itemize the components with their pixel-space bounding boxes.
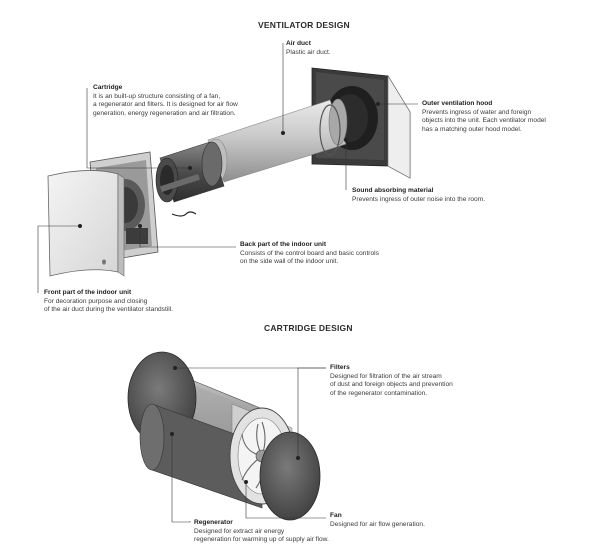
callout-air-duct-desc: Plastic air duct.: [286, 48, 331, 56]
callout-front-part-desc: For decoration purpose and closing of th…: [44, 297, 174, 314]
dot-filters-a: [173, 366, 177, 370]
callout-cartridge-title: Cartridge: [93, 84, 123, 91]
leader-filters-b: [297, 367, 326, 458]
outer-ventilation-hood-drawing: [311, 67, 411, 179]
filter-front-drawing: [259, 431, 321, 521]
regenerator-drawing: [139, 403, 263, 509]
dot-back-part: [138, 224, 142, 228]
heading-ventilator-design: VENTILATOR DESIGN: [258, 20, 350, 30]
callout-filters-title: Filters: [330, 364, 350, 371]
callout-fan-title: Fan: [330, 512, 342, 519]
callout-front-part: Front part of the indoor unit For decora…: [44, 289, 244, 315]
callout-cartridge-desc: It is an built-up structure consisting o…: [93, 92, 238, 117]
callout-air-duct: Air duct Plastic air duct.: [286, 40, 406, 57]
callout-outer-hood: Outer ventilation hood Prevents ingress …: [422, 100, 592, 134]
leader-lines: [37, 43, 418, 523]
callout-regenerator-title: Regenerator: [194, 519, 233, 526]
dot-front-part: [78, 224, 82, 228]
callout-sound-absorbing-desc: Prevents ingress of outer noise into the…: [352, 195, 486, 203]
dot-filters-b: [296, 456, 300, 460]
cartridge-drawing: [155, 141, 225, 203]
dot-outer-hood: [376, 102, 380, 106]
callout-fan-desc: Designed for air flow generation.: [330, 520, 425, 528]
callout-back-part-desc: Consists of the control board and basic …: [240, 249, 379, 266]
dot-regenerator: [170, 432, 174, 436]
leader-back-part: [139, 226, 236, 248]
dot-air-duct: [281, 131, 285, 135]
callout-regenerator-desc: Designed for extract air energy regenera…: [194, 527, 329, 544]
callout-front-part-title: Front part of the indoor unit: [44, 289, 132, 296]
dot-sound-absorbing: [344, 138, 348, 142]
callout-sound-absorbing: Sound absorbing material Prevents ingres…: [352, 187, 552, 204]
callout-back-part: Back part of the indoor unit Consists of…: [240, 241, 440, 267]
callout-cartridge: Cartridge It is an built-up structure co…: [93, 84, 283, 118]
sound-absorbing-drawing: [319, 104, 341, 156]
leader-fan: [245, 482, 326, 519]
dot-fan: [244, 480, 248, 484]
callout-filters-desc: Designed for filtration of the air strea…: [330, 372, 453, 397]
callout-filters: Filters Designed for filtration of the a…: [330, 364, 510, 398]
callout-back-part-title: Back part of the indoor unit: [240, 241, 327, 248]
callout-outer-hood-title: Outer ventilation hood: [422, 100, 493, 107]
callout-air-duct-title: Air duct: [286, 40, 311, 47]
front-part-indoor-unit-drawing: [47, 170, 125, 277]
leader-cartridge: [86, 88, 190, 169]
callout-outer-hood-desc: Prevents ingress of water and foreign ob…: [422, 108, 546, 133]
leader-regenerator: [171, 434, 191, 523]
callout-fan: Fan Designed for air flow generation.: [330, 512, 490, 529]
dot-cartridge: [188, 166, 192, 170]
callout-regenerator: Regenerator Designed for extract air ene…: [194, 519, 394, 545]
leader-front-part: [37, 225, 80, 293]
callout-sound-absorbing-title: Sound absorbing material: [352, 187, 434, 194]
heading-cartridge-design: CARTRIDGE DESIGN: [264, 323, 353, 333]
